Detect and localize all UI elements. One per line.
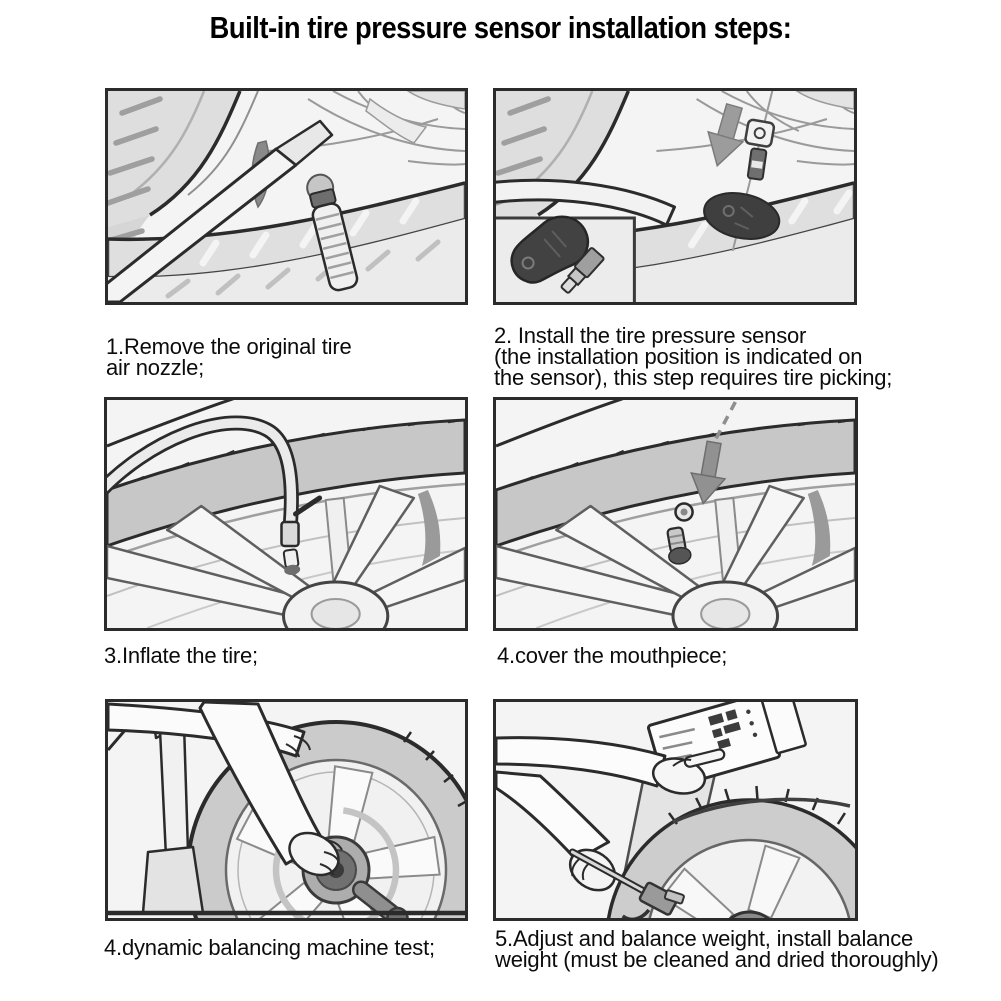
tire-outer-edge: [107, 400, 235, 448]
step3-illustration: [107, 400, 465, 628]
spoke-arm: [795, 91, 854, 110]
step2-caption: 2. Install the tire pressure sensor (the…: [494, 323, 893, 390]
valve-fitting-icon: [744, 118, 776, 148]
step6-caption: 5.Adjust and balance weight, install bal…: [495, 926, 939, 972]
step3-caption: 3.Inflate the tire;: [104, 643, 258, 668]
hood-line: [672, 797, 851, 824]
rotation-arc: [272, 806, 400, 918]
step6-illustration: [496, 702, 855, 918]
step1-illustration: [108, 91, 465, 302]
step1-caption: 1.Remove the original tire air nozzle;: [106, 334, 352, 380]
step1-panel: [105, 88, 468, 305]
rim-arc: [108, 181, 465, 279]
inset-sensor-body: [510, 215, 589, 284]
step5-panel: [105, 699, 468, 921]
finger-lines: [319, 839, 343, 876]
spoke-arm: [365, 97, 428, 144]
valve-stem-icon: [666, 526, 692, 565]
step5-illustration: [108, 702, 465, 918]
wheel-spokes: [107, 484, 465, 620]
valve-cap-icon: [674, 502, 694, 522]
step6-panel: [493, 699, 858, 921]
sensor-inset: [496, 215, 636, 302]
thumb-line: [672, 758, 692, 767]
inset-sensor-screw: [521, 256, 535, 270]
hammer-icon: [568, 848, 679, 918]
tpms-sensor-icon: [703, 192, 781, 240]
inset-sensor-valve: [560, 247, 605, 294]
wheel-spokes: [496, 484, 855, 620]
step3-panel: [104, 397, 468, 631]
inset-sensor-ridges: [543, 230, 567, 258]
pry-bar-icon: [496, 178, 677, 227]
wheel-hub: [728, 910, 770, 918]
step4-caption: 4.cover the mouthpiece;: [497, 643, 728, 668]
hammer-arm: [496, 770, 617, 892]
valve-core-icon: [746, 147, 768, 181]
spoke-arm: [406, 91, 465, 110]
operator-hand: [288, 831, 340, 877]
wheel-hub: [282, 580, 390, 628]
wheel-illustration: [606, 785, 855, 918]
spoke-shadow: [807, 490, 831, 566]
index-finger: [683, 748, 726, 768]
display-glyphs: [708, 709, 758, 750]
spoke-shadow: [417, 490, 441, 566]
pry-bar-icon: [108, 119, 334, 302]
guide-dashed-line: [713, 401, 737, 441]
wheel-hub: [671, 580, 780, 628]
operator-arm-front: [198, 702, 343, 877]
pointing-arm: [496, 736, 726, 795]
tread-serrations: [402, 731, 465, 808]
step2-panel: [493, 88, 857, 305]
valve-stem-icon: [306, 173, 359, 292]
valve-stem-icon: [282, 548, 301, 575]
finger-lines: [285, 735, 311, 758]
step4-panel: [493, 397, 858, 631]
arrow-down-icon: [707, 102, 745, 168]
air-hose-icon: [107, 415, 323, 548]
page-title-text: Built-in tire pressure sensor installati…: [209, 10, 792, 45]
hose-chuck: [280, 520, 300, 548]
step5-caption: 4.dynamic balancing machine test;: [104, 935, 435, 960]
tire-outer-edge: [496, 400, 624, 448]
balance-weight-icon: [663, 889, 685, 905]
step2-illustration: [496, 91, 854, 302]
page-title: Built-in tire pressure sensor installati…: [0, 10, 1001, 46]
arrow-down-icon: [690, 440, 727, 505]
step4-illustration: [496, 400, 855, 628]
